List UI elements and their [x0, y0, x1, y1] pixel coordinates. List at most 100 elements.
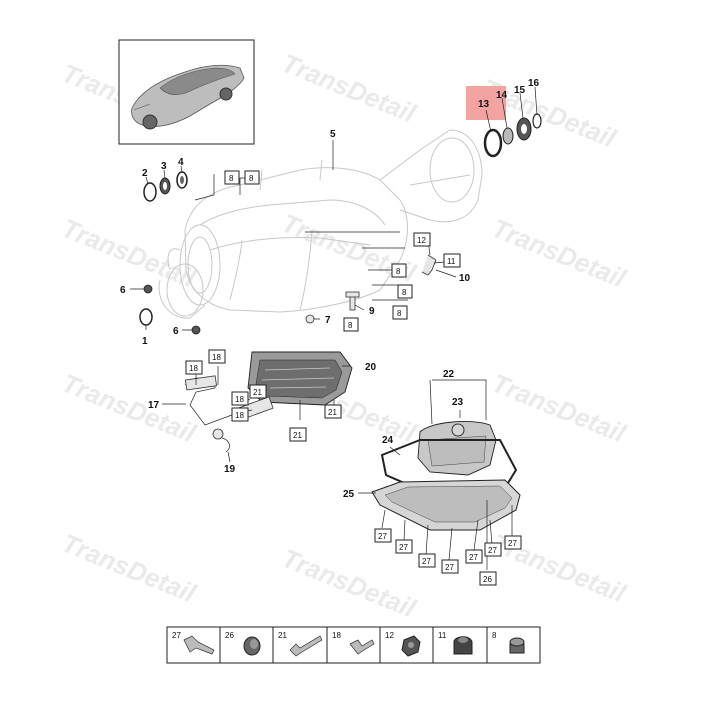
watermark-text: TransDetail — [488, 368, 631, 449]
ref-box: 8 — [244, 170, 260, 185]
callout-label: 22 — [443, 369, 455, 380]
svg-text:18: 18 — [235, 395, 244, 404]
callout-label: 19 — [224, 464, 236, 475]
svg-text:27: 27 — [508, 539, 517, 548]
callout-label: 5 — [330, 129, 336, 140]
svg-text:8: 8 — [249, 174, 254, 183]
ref-box: 27 — [374, 528, 392, 543]
svg-text:27: 27 — [378, 532, 387, 541]
ref-box: 12 — [413, 232, 431, 247]
svg-text:27: 27 — [488, 546, 497, 555]
callouts: 2 3 4 5 6 1 6 7 9 10 13 14 15 16 17 19 2… — [120, 78, 540, 500]
legend-cell: 11 — [438, 631, 473, 655]
dome-nut-icon — [453, 636, 473, 655]
transmission-housing — [158, 129, 483, 319]
callout-label: 14 — [496, 90, 508, 101]
seals-left — [143, 171, 188, 202]
watermark-text: TransDetail — [58, 368, 201, 449]
car-icon — [131, 64, 245, 130]
legend-label: 8 — [492, 631, 497, 640]
svg-text:18: 18 — [189, 364, 198, 373]
svg-text:27: 27 — [445, 563, 454, 572]
legend-cell: 27 — [172, 631, 215, 655]
svg-text:8: 8 — [397, 309, 402, 318]
ref-box: 8 — [224, 170, 240, 185]
legend-label: 21 — [278, 631, 287, 640]
sensors — [139, 284, 201, 335]
pan-gasket — [380, 439, 518, 494]
callout-label: 1 — [142, 336, 148, 347]
legend-cell: 18 — [332, 631, 375, 655]
ref-box: 18 — [231, 407, 249, 422]
ref-box: 27 — [465, 549, 483, 564]
callout-label: 10 — [459, 273, 471, 284]
svg-text:18: 18 — [235, 411, 244, 420]
callout-label: 4 — [178, 157, 184, 168]
ref-box: 27 — [395, 539, 413, 554]
oil-filter — [417, 421, 497, 476]
svg-text:21: 21 — [293, 431, 302, 440]
watermark-text: TransDetail — [278, 48, 421, 129]
callout-label: 13 — [478, 99, 490, 110]
watermark-text: TransDetail — [58, 528, 201, 609]
callout-label: 25 — [343, 489, 355, 500]
svg-text:26: 26 — [483, 575, 492, 584]
legend-label: 27 — [172, 631, 181, 640]
watermark-text: TransDetail — [488, 213, 631, 294]
watermark-text: TransDetail — [58, 213, 201, 294]
ref-box: 8 — [391, 263, 407, 278]
nut-icon — [401, 635, 421, 657]
plug-icon — [509, 637, 525, 654]
legend-cell: 12 — [385, 631, 421, 657]
oil-pan — [371, 479, 521, 531]
callout-label: 7 — [325, 315, 331, 326]
ref-box: 21 — [289, 427, 307, 442]
ref-box: 27 — [484, 542, 502, 557]
callout-label: 16 — [528, 78, 540, 89]
ref-box: 18 — [208, 349, 226, 364]
bolt-flange-icon — [183, 635, 215, 655]
legend-label: 26 — [225, 631, 234, 640]
plug-screw-icon — [243, 636, 261, 656]
car-thumbnail — [118, 39, 255, 145]
legend-label: 11 — [438, 631, 447, 640]
svg-text:21: 21 — [328, 408, 337, 417]
ref-box: 8 — [392, 305, 408, 320]
highlight-box — [466, 86, 506, 120]
svg-text:11: 11 — [447, 257, 456, 266]
callout-label: 24 — [382, 435, 394, 446]
ref-box: 27 — [441, 559, 459, 574]
boxed-refs: 8 8 8 8 8 8 12 11 18 18 18 18 21 21 21 2… — [185, 170, 522, 586]
svg-text:8: 8 — [396, 267, 401, 276]
watermark-text: TransDetail — [278, 543, 421, 624]
ref-box: 27 — [418, 553, 436, 568]
callout-label: 6 — [120, 285, 126, 296]
seals-right — [466, 86, 542, 158]
ref-box: 21 — [324, 404, 342, 419]
leader-lines — [130, 86, 538, 570]
ref-box: 18 — [231, 391, 249, 406]
svg-text:8: 8 — [229, 174, 234, 183]
svg-text:8: 8 — [402, 288, 407, 297]
ref-box: 8 — [343, 317, 359, 332]
callout-label: 3 — [161, 161, 167, 172]
svg-text:21: 21 — [253, 388, 262, 397]
ref-box: 18 — [185, 360, 203, 375]
legend-label: 12 — [385, 631, 394, 640]
svg-text:27: 27 — [422, 557, 431, 566]
svg-text:27: 27 — [399, 543, 408, 552]
callout-label: 2 — [142, 168, 148, 179]
ref-box: 27 — [504, 535, 522, 550]
ref-box: 21 — [249, 384, 267, 399]
legend-cell: 21 — [278, 631, 323, 657]
svg-text:8: 8 — [348, 321, 353, 330]
bracket — [421, 254, 437, 276]
callout-label: 23 — [452, 397, 464, 408]
legend-cell: 8 — [492, 631, 525, 654]
callout-label: 20 — [365, 362, 377, 373]
long-bolt-icon — [289, 635, 323, 657]
legend-cell: 26 — [225, 631, 261, 656]
svg-text:18: 18 — [212, 353, 221, 362]
legend-label: 18 — [332, 631, 341, 640]
